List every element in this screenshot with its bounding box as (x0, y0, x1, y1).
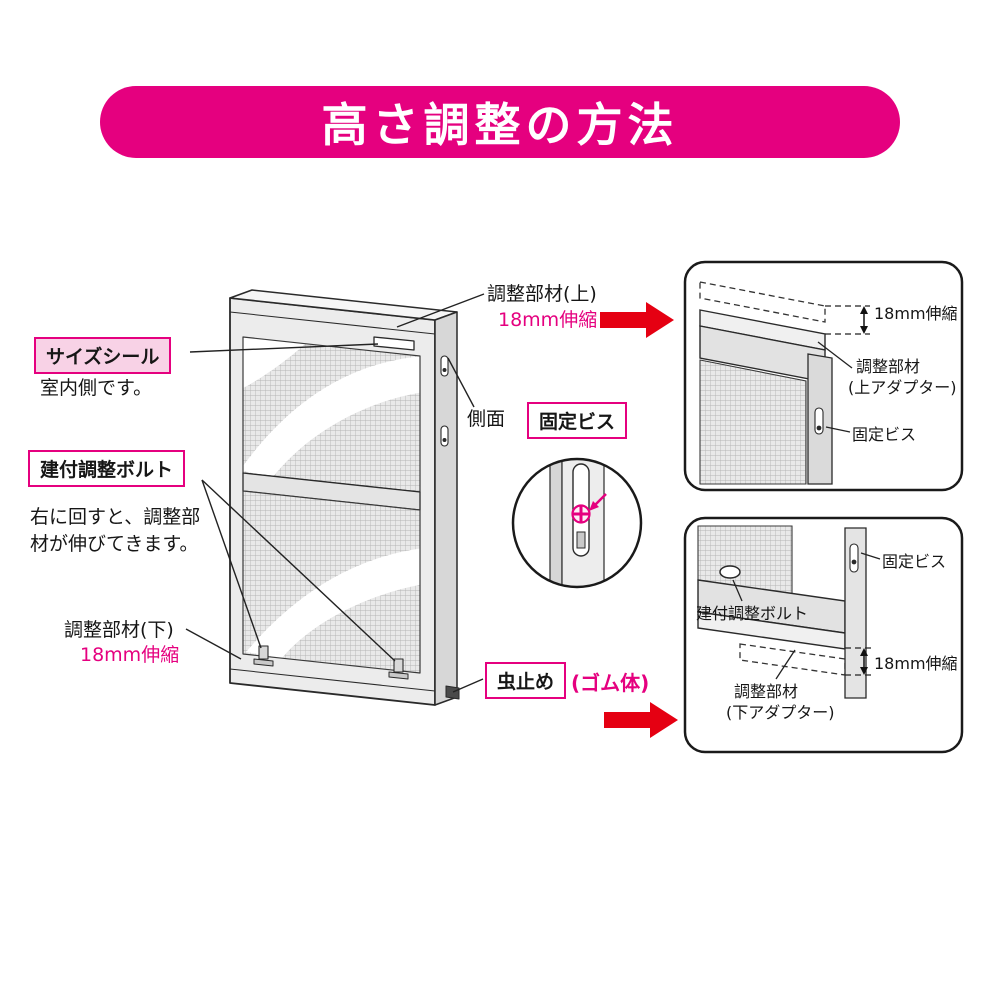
panel-top-member-line2: (上アダプター) (848, 378, 957, 397)
indoor-side-note: 室内側です。 (40, 377, 153, 399)
size-seal-sticker (373, 336, 415, 351)
fixing-screw-label: 固定ビス (527, 402, 628, 439)
detail-panel-bottom (683, 516, 964, 754)
member-top-stretch-label: 18mm伸縮 (498, 309, 598, 331)
panel-bottom-member-line1: 調整部材 (734, 682, 799, 701)
panel-top-fixing-screw-label: 固定ビス (852, 425, 917, 444)
fitting-bolt-note-line2: 材が伸びてきます。 (30, 533, 199, 555)
member-bottom-label: 調整部材(下) (64, 619, 174, 641)
insect-stop-label: 虫止め (485, 662, 567, 699)
screen-frame-illustration (229, 289, 460, 706)
member-top-label: 調整部材(上) (487, 283, 597, 305)
phillips-screw-icon (571, 504, 591, 524)
red-arrow-bottom-icon (604, 702, 678, 738)
panel-bottom-stretch-label: 18mm伸縮 (874, 654, 958, 673)
panel-bottom-fitting-bolt-label: 建付調整ボルト (696, 604, 809, 623)
fitting-bolt-right (388, 658, 409, 680)
member-bottom-stretch-label: 18mm伸縮 (80, 644, 180, 666)
detail-circle (511, 457, 643, 589)
side-face-label: 側面 (467, 408, 506, 430)
rubber-body-label: (ゴム体) (571, 671, 650, 695)
side-screw-slots (440, 355, 449, 447)
detail-panel-top (683, 260, 964, 492)
page-title: 高さ調整の方法 (321, 98, 679, 152)
fitting-bolt-left (253, 645, 274, 667)
panel-top-stretch-label: 18mm伸縮 (874, 304, 958, 323)
fitting-bolt-label: 建付調整ボルト (28, 450, 186, 487)
panel-bottom-member-line2: (下アダプター) (726, 703, 835, 722)
panel-bottom-fixing-screw-label: 固定ビス (882, 552, 947, 571)
mesh-reflection-lower (246, 548, 420, 658)
insect-stop-part (445, 685, 460, 700)
fitting-bolt-note-line1: 右に回すと、調整部 (30, 506, 201, 528)
screw-pointer-arrow-icon (589, 493, 607, 511)
panel-top-member-line1: 調整部材 (856, 357, 921, 376)
title-banner: 高さ調整の方法 (100, 86, 900, 158)
leader-lines (185, 293, 485, 693)
size-seal-label: サイズシール (34, 337, 172, 374)
red-arrow-top-icon (600, 302, 674, 338)
